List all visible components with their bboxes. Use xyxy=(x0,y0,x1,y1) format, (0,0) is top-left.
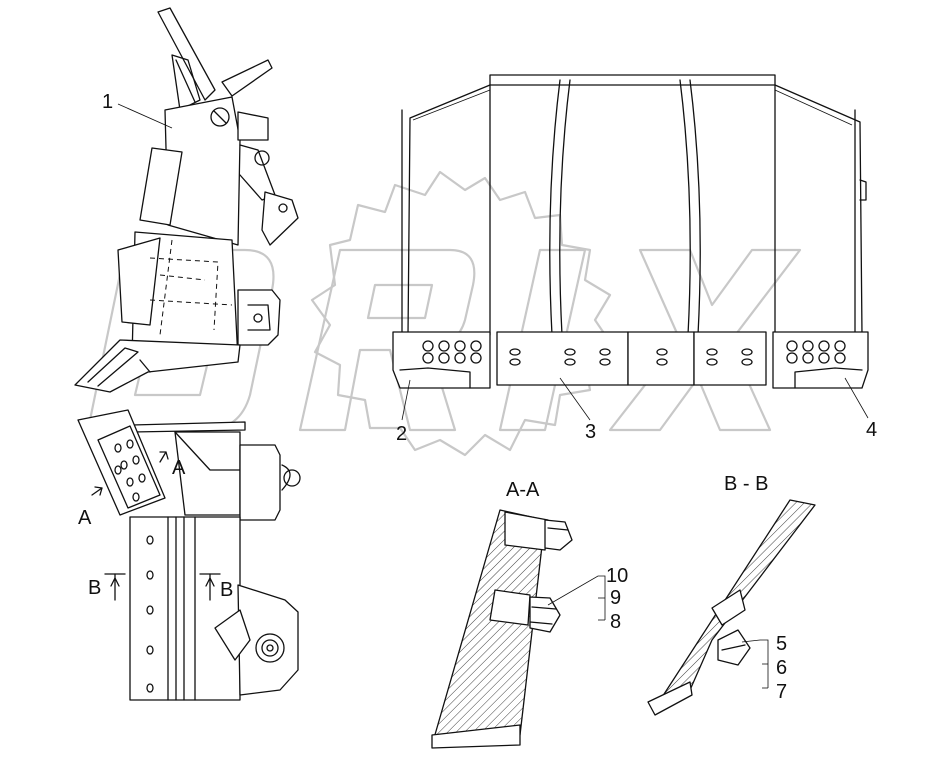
section-markers xyxy=(91,451,221,601)
watermark-gear-icon xyxy=(310,170,614,457)
section-mark-b-left: B xyxy=(88,577,101,599)
rail-holes xyxy=(146,535,154,693)
callout-2: 2 xyxy=(396,423,407,445)
side-view-upper xyxy=(74,7,299,393)
section-title-a-a: A-A xyxy=(506,479,540,501)
pad-bolt-holes xyxy=(114,439,146,502)
callout-8: 8 xyxy=(610,611,621,633)
callout-9: 9 xyxy=(610,587,621,609)
leader-lines xyxy=(117,103,869,689)
section-mark-a-right: A xyxy=(172,457,186,479)
section-mark-a-left: A xyxy=(78,507,92,529)
front-view-blade xyxy=(401,74,867,336)
callout-4: 4 xyxy=(866,419,877,441)
section-b-b-drawing xyxy=(647,499,816,716)
section-title-b-b: B - B xyxy=(724,473,768,495)
callout-3: 3 xyxy=(585,421,596,443)
end-bit-left-holes xyxy=(422,340,482,364)
section-a-a-drawing xyxy=(431,509,573,749)
callout-7: 7 xyxy=(776,681,787,703)
section-mark-b-right: B xyxy=(220,579,233,601)
middle-section-holes xyxy=(509,348,753,366)
cutting-edge-row xyxy=(392,331,869,389)
callout-6: 6 xyxy=(776,657,787,679)
callout-10: 10 xyxy=(606,565,628,587)
callout-1: 1 xyxy=(102,91,113,113)
end-bit-right-holes xyxy=(786,340,846,364)
side-view-lower xyxy=(77,409,301,701)
callout-5: 5 xyxy=(776,633,787,655)
